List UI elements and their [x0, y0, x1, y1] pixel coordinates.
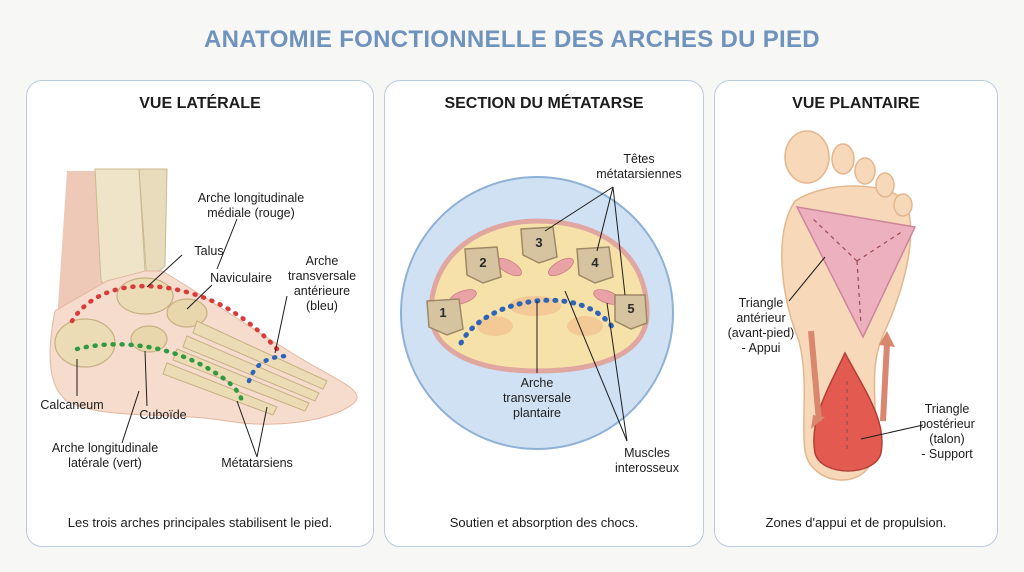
main-title: ANATOMIE FONCTIONNELLE DES ARCHES DU PIE… — [204, 26, 820, 53]
big-toe — [784, 130, 830, 184]
metatarsal-bones — [426, 226, 648, 336]
bone-number-3: 3 — [535, 235, 542, 250]
up-arrow-icon — [880, 342, 890, 422]
talus-bone — [116, 277, 174, 315]
label-muscles-1: Muscles — [624, 446, 670, 460]
caption-lateral: Les trois arches principales stabilisent… — [67, 515, 333, 530]
label-calcaneum: Calcaneum — [40, 398, 103, 412]
metatarsal-section-illustration: 1 2 3 4 5 Têtes métatarsiennes Arche tra… — [400, 152, 682, 475]
metatarsal-bone-1 — [426, 298, 464, 336]
metatarsal-bone — [172, 348, 310, 412]
leader-lines — [536, 186, 628, 442]
label-lateral-arch-1: Arche longitudinale — [52, 441, 158, 455]
label-naviculaire: Naviculaire — [210, 271, 272, 285]
transverse-arch-dotted-line — [458, 297, 618, 346]
label-talus: Talus — [194, 244, 223, 258]
fat-pad — [477, 316, 513, 336]
toe — [893, 193, 913, 217]
posterior-triangle — [813, 351, 883, 472]
label-posterior-2: postérieur — [919, 417, 975, 431]
label-medial-arch-1: Arche longitudinale — [198, 191, 304, 205]
calf-muscle — [57, 171, 107, 321]
metatarsal-bone-3 — [520, 226, 558, 264]
bone-number-1: 1 — [439, 305, 446, 320]
label-transverse-4: (bleu) — [306, 299, 338, 313]
panel-plantar-view: VUE PLANTAIRE — [714, 80, 998, 547]
label-anterior-4: - Appui — [742, 341, 781, 355]
bone-number-4: 4 — [591, 255, 599, 270]
label-transverse-1: Arche — [306, 254, 339, 268]
fat-pad — [567, 316, 603, 336]
label-muscles-2: interosseux — [615, 461, 680, 475]
panel-lateral-view: VUE LATÉRALE — [26, 80, 374, 547]
label-lateral-arch-2: latérale (vert) — [68, 456, 142, 470]
force-vectors — [810, 216, 904, 451]
label-posterior-4: - Support — [921, 447, 973, 461]
transverse-arch-dotted-line — [246, 353, 292, 384]
panel-title-plantar: VUE PLANTAIRE — [792, 95, 920, 112]
medial-arch-dotted-line — [69, 283, 280, 352]
down-arrowhead-icon — [811, 415, 825, 429]
metatarsal-bone-2 — [464, 246, 502, 284]
down-arrow-icon — [808, 330, 822, 422]
label-anterior-2: antérieur — [736, 311, 785, 325]
leader-line-posterior — [860, 424, 924, 440]
toe — [875, 172, 895, 198]
metatarsal-bone-4 — [576, 246, 614, 284]
caption-section: Soutien et absorption des chocs. — [449, 515, 639, 530]
lateral-arch-dotted-line — [74, 342, 245, 406]
bone-number-2: 2 — [479, 255, 486, 270]
metatarsal-bone — [182, 335, 320, 402]
metatarsal-bone — [192, 320, 328, 390]
panel-metatarsal-section: SECTION DU MÉTATARSE 1 2 — [384, 80, 704, 547]
up-arrowhead-icon — [879, 331, 895, 347]
leader-line-anterior — [788, 256, 826, 302]
caption-plantar: Zones d'appui et de propulsion. — [765, 515, 947, 530]
label-heads-1: Têtes — [623, 152, 654, 166]
toe — [854, 157, 876, 185]
label-anterior-3: (avant-pied) — [728, 326, 795, 340]
panel-title-lateral: VUE LATÉRALE — [139, 95, 261, 112]
label-metatarsiens: Métatarsiens — [221, 456, 293, 470]
label-arch-3: plantaire — [513, 406, 561, 420]
label-anterior-1: Triangle — [739, 296, 784, 310]
label-medial-arch-2: médiale (rouge) — [207, 206, 295, 220]
panel-title-section: SECTION DU MÉTATARSE — [444, 95, 644, 112]
metatarsal-bone — [162, 362, 278, 416]
label-heads-2: métatarsiennes — [596, 167, 681, 181]
label-arch-2: transversale — [503, 391, 571, 405]
bone-number-5: 5 — [627, 301, 634, 316]
plantar-foot-illustration: Triangle antérieur (avant-pied) - Appui … — [728, 130, 975, 481]
leader-lines — [76, 218, 288, 458]
label-transverse-3: antérieure — [294, 284, 350, 298]
label-arch-1: Arche — [521, 376, 554, 390]
toe — [831, 143, 855, 175]
label-transverse-2: transversale — [288, 269, 356, 283]
navicular-bone — [166, 298, 208, 328]
label-posterior-1: Triangle — [925, 402, 970, 416]
label-posterior-3: (talon) — [929, 432, 964, 446]
metatarsal-bone-5 — [614, 294, 648, 330]
lateral-foot-illustration: Arche longitudinale médiale (rouge) Talu… — [40, 168, 358, 470]
anterior-triangle — [795, 206, 917, 339]
fibula-bone — [138, 168, 168, 283]
calcaneum-bone — [54, 318, 116, 368]
label-cuboide: Cuboïde — [139, 408, 186, 422]
